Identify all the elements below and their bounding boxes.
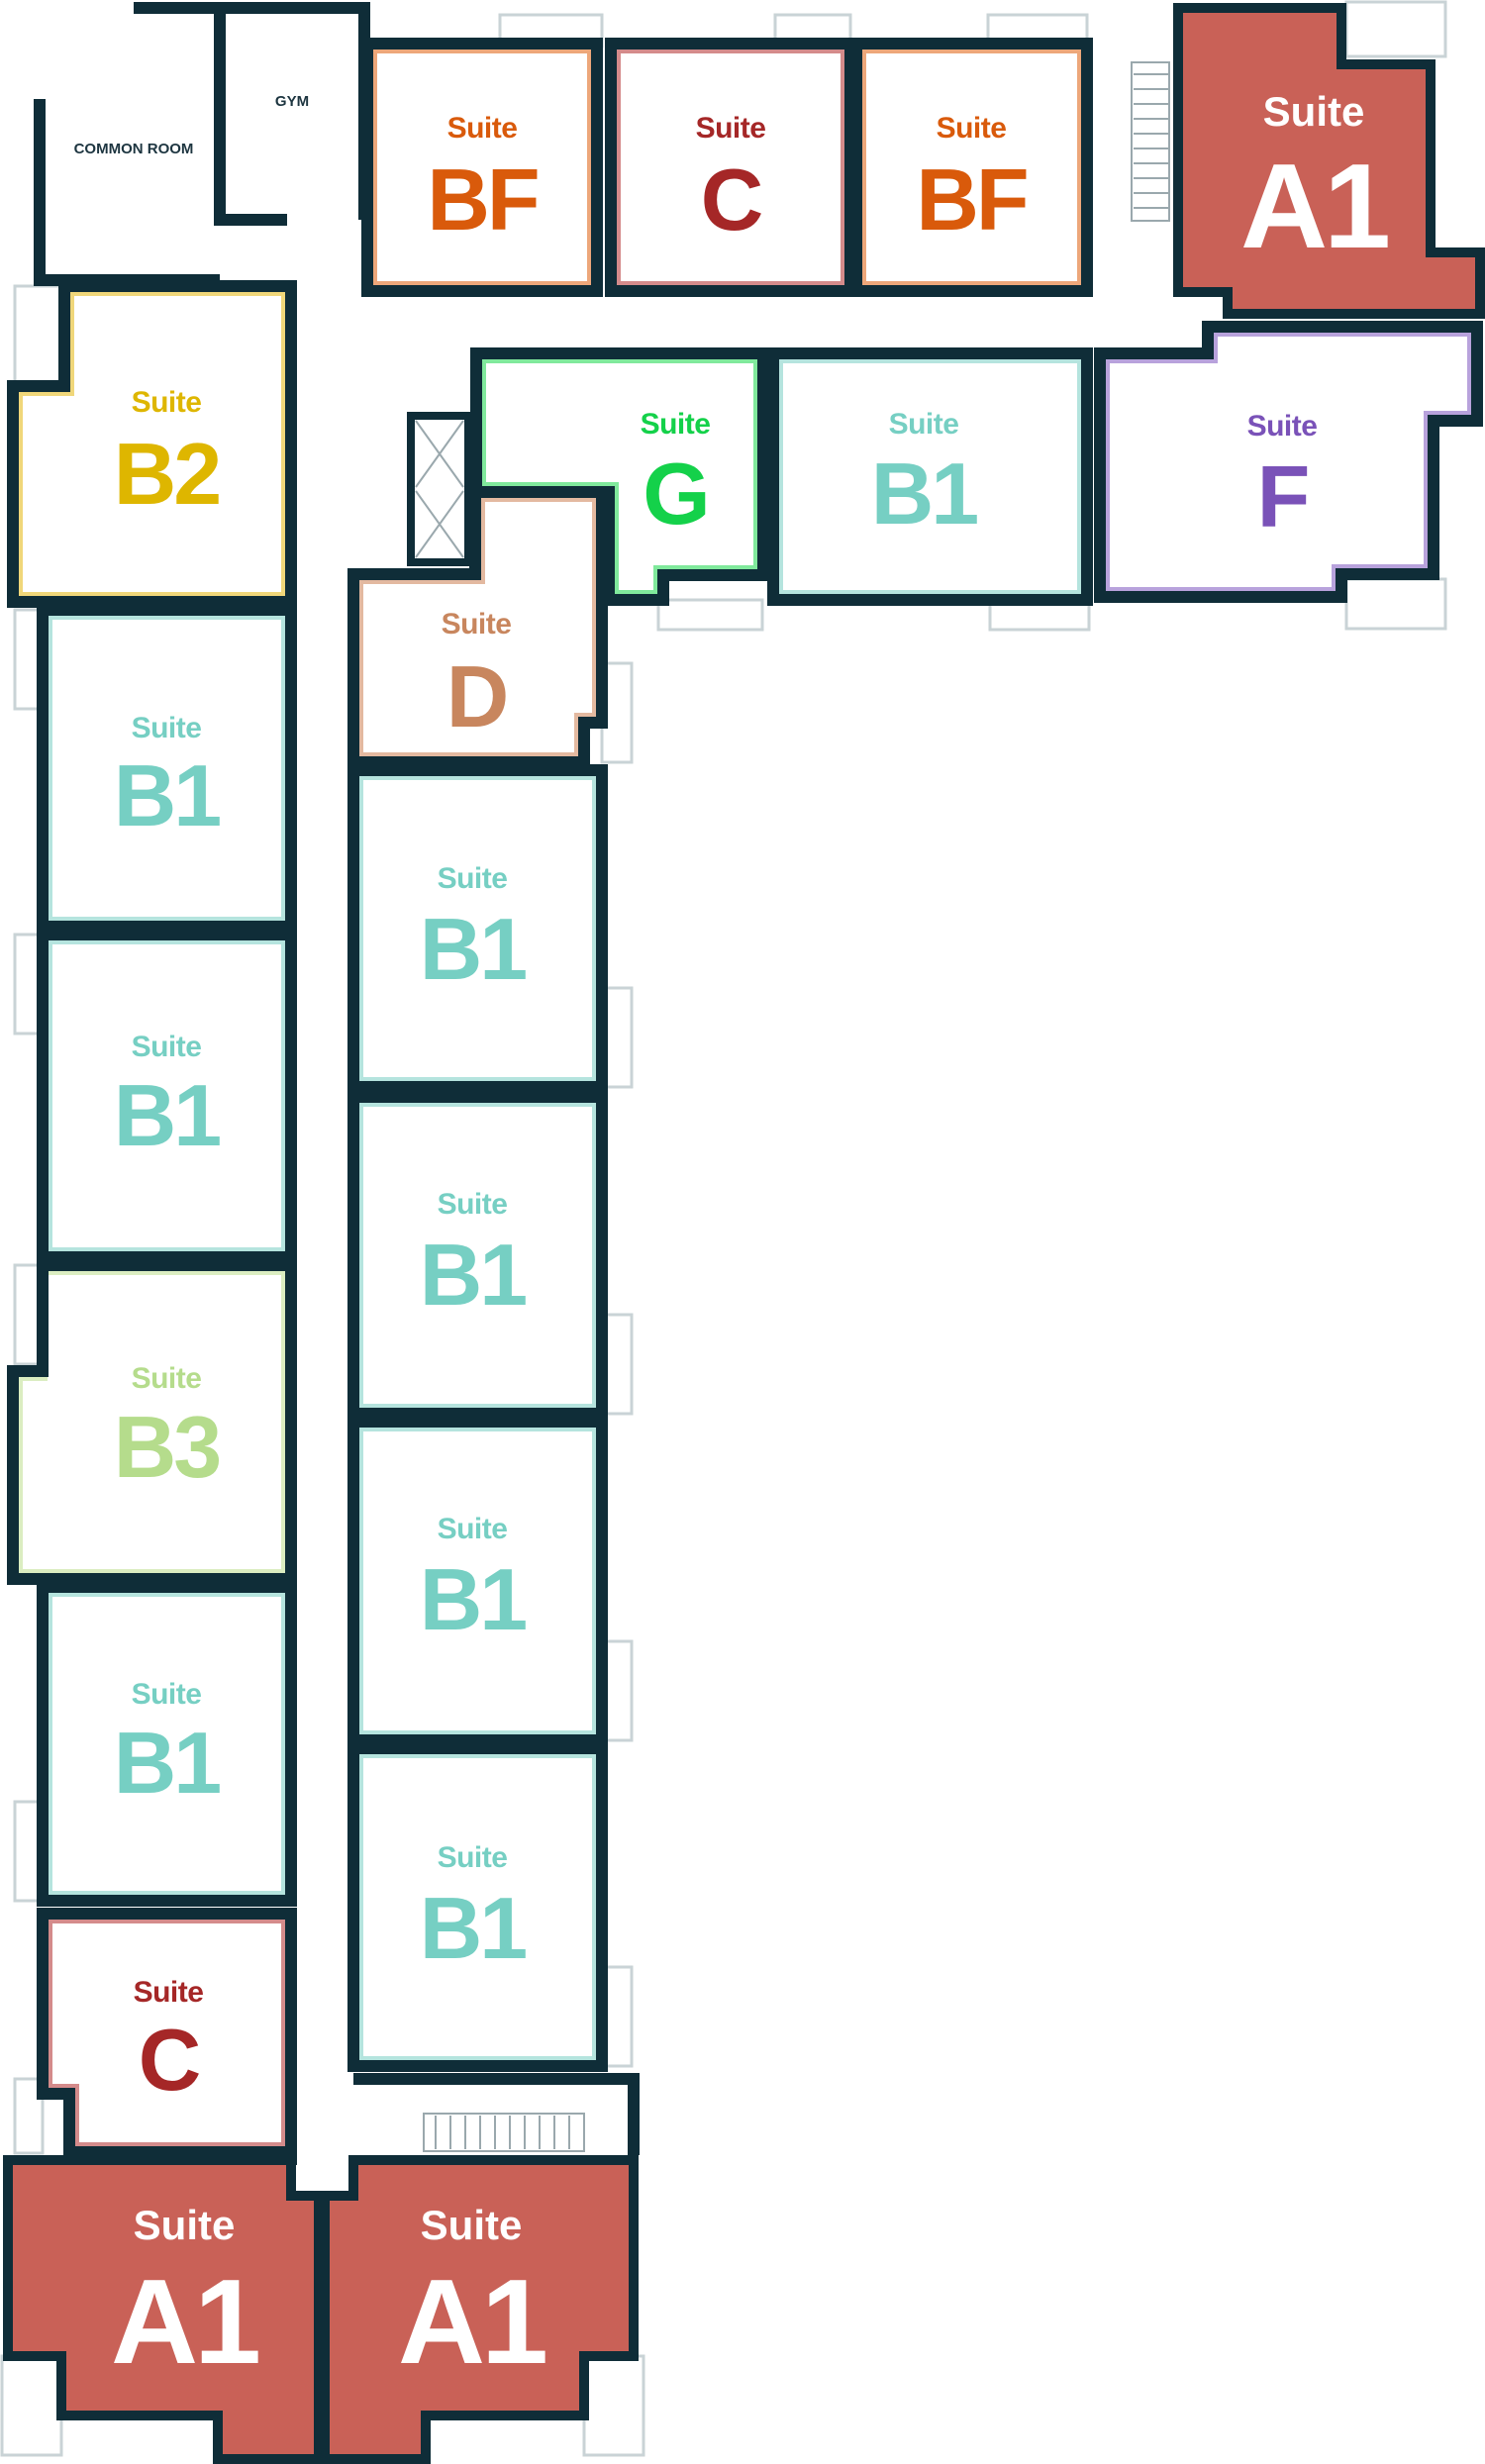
suite-word: Suite (1263, 88, 1365, 135)
suite-a1-bottom-left[interactable]: Suite A1 (3, 2155, 324, 2464)
suite-word: Suite (438, 1841, 508, 1874)
suite-code: G (643, 444, 707, 542)
suite-word: Suite (438, 862, 508, 895)
suite-word: Suite (438, 1188, 508, 1221)
suite-code: BF (916, 150, 1027, 248)
suite-code: B3 (114, 1398, 220, 1496)
gym[interactable]: GYM (220, 2, 370, 220)
suite-b1-right-4[interactable]: Suite B1 (347, 1742, 608, 2072)
suite-word: Suite (696, 112, 766, 145)
suite-bf-1[interactable]: Suite BF (361, 38, 603, 297)
suite-a1-top[interactable]: Suite A1 (1173, 3, 1485, 319)
suite-c-left[interactable]: Suite C (37, 1908, 297, 2158)
common-room[interactable]: COMMON ROOM (34, 2, 287, 286)
suite-word: Suite (132, 1678, 202, 1711)
suite-f[interactable]: Suite F (1094, 321, 1483, 603)
suite-code: C (139, 2011, 200, 2109)
suite-b2[interactable]: Suite B2 (7, 280, 297, 608)
suite-word: Suite (447, 112, 518, 145)
suite-code: B1 (871, 444, 978, 542)
suite-code: F (1257, 447, 1308, 545)
suite-b1-top[interactable]: Suite B1 (767, 347, 1093, 606)
suite-g[interactable]: Suite G (470, 347, 769, 606)
suite-code: B1 (114, 746, 221, 844)
suite-code: B1 (114, 1714, 221, 1812)
gym-label: GYM (275, 93, 309, 110)
suite-code: B1 (420, 1879, 527, 1977)
suite-code: A1 (111, 2254, 258, 2389)
suite-b1-left-1[interactable]: Suite B1 (37, 604, 297, 933)
suite-word: Suite (641, 408, 711, 441)
suite-code: B2 (114, 425, 220, 523)
suite-word: Suite (134, 1976, 204, 2009)
suite-code: BF (427, 150, 538, 248)
suite-code: B1 (114, 1066, 221, 1164)
suite-code: B1 (420, 900, 527, 998)
suite-b1-right-3[interactable]: Suite B1 (347, 1416, 608, 1746)
suite-code: D (446, 647, 507, 745)
suite-word: Suite (134, 2202, 236, 2248)
suite-code: B1 (420, 1550, 527, 1648)
stairs-bottom (423, 2113, 585, 2152)
suite-a1-bottom-right[interactable]: Suite A1 (320, 2155, 639, 2464)
suite-word: Suite (132, 386, 202, 419)
suite-b1-left-2[interactable]: Suite B1 (37, 929, 297, 1263)
suite-word: Suite (421, 2202, 523, 2248)
suite-code: A1 (398, 2254, 545, 2389)
suite-code: A1 (1240, 139, 1388, 273)
suite-code: C (701, 150, 762, 248)
suite-word: Suite (438, 1513, 508, 1545)
suite-b1-right-1[interactable]: Suite B1 (347, 764, 608, 1093)
suite-c-1[interactable]: Suite C (605, 38, 856, 297)
suite-b1-right-2[interactable]: Suite B1 (347, 1091, 608, 1420)
suite-d[interactable]: Suite D (347, 486, 608, 768)
common-room-label: COMMON ROOM (74, 141, 194, 157)
suite-bf-2[interactable]: Suite BF (850, 38, 1093, 297)
suite-word: Suite (937, 112, 1007, 145)
suite-word: Suite (132, 1362, 202, 1395)
elevator (407, 412, 472, 566)
suite-word: Suite (1247, 410, 1318, 443)
stairs-top (1131, 61, 1170, 222)
suite-b3[interactable]: Suite B3 (7, 1259, 297, 1585)
suite-b1-left-3[interactable]: Suite B1 (37, 1581, 297, 1907)
suite-word: Suite (132, 712, 202, 744)
suite-word: Suite (132, 1031, 202, 1063)
suite-word: Suite (442, 608, 512, 641)
suite-word: Suite (889, 408, 959, 441)
suite-code: B1 (420, 1226, 527, 1324)
